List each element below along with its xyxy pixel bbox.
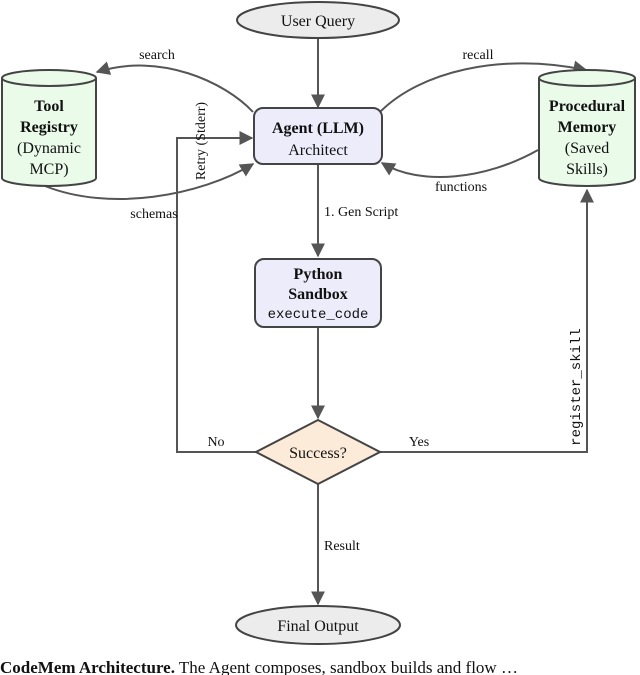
procedural-memory-line-2: Memory	[558, 119, 617, 136]
recall-label: recall	[462, 48, 493, 63]
tool-registry-line-2: Registry	[20, 119, 78, 136]
decision-label: Success?	[289, 445, 347, 462]
agent-node: Agent (LLM) Architect	[253, 107, 383, 165]
edge-functions	[380, 149, 539, 178]
sandbox-title-line-2: Sandbox	[288, 286, 348, 303]
procedural-memory-line-3: (Saved	[565, 140, 609, 157]
procedural-memory-node: Procedural Memory (Saved Skills)	[538, 69, 636, 187]
procedural-memory-line-4: Skills)	[566, 161, 608, 178]
sandbox-title-line-1: Python	[294, 266, 343, 283]
user-query-node: User Query	[236, 1, 400, 39]
sandbox-code: execute_code	[268, 307, 369, 323]
final-output-label: Final Output	[277, 618, 359, 635]
search-label: search	[139, 48, 175, 63]
edge-retry	[176, 131, 256, 453]
tool-registry-line-1: Tool	[34, 98, 64, 115]
functions-label: functions	[435, 180, 487, 195]
retry-label: Retry (Stderr)	[194, 102, 209, 180]
gen-script-label: 1. Gen Script	[324, 205, 398, 220]
no-label: No	[207, 435, 224, 450]
result-label: Result	[324, 539, 360, 554]
tool-registry-node: Tool Registry (Dynamic MCP)	[0, 69, 97, 187]
edge-search	[95, 61, 254, 113]
register-skill-label: register_skill	[569, 328, 585, 446]
python-sandbox-node: Python Sandbox execute_code	[254, 258, 382, 328]
agent-subtitle: Architect	[288, 142, 348, 159]
yes-label: Yes	[409, 435, 429, 450]
caption-text: The Agent composes, sandbox builds and f…	[174, 658, 518, 675]
procedural-memory-line-1: Procedural	[549, 98, 626, 115]
agent-title: Agent (LLM)	[272, 120, 364, 137]
success-decision-node: Success?	[253, 418, 383, 486]
tool-registry-line-3: (Dynamic	[17, 140, 81, 157]
edge-schemas	[44, 163, 255, 200]
architecture-diagram: User Query Agent (LLM) Architect Tool Re…	[0, 1, 636, 645]
caption-bold: CodeMem Architecture.	[0, 658, 175, 675]
user-query-label: User Query	[281, 13, 355, 30]
figure-caption: CodeMem Architecture. The Agent composes…	[0, 658, 640, 675]
edge-recall	[379, 60, 588, 113]
schemas-label: schemas	[130, 207, 177, 222]
final-output-node: Final Output	[235, 605, 401, 645]
tool-registry-line-4: MCP)	[29, 161, 68, 178]
edge-register-skill	[380, 188, 594, 453]
